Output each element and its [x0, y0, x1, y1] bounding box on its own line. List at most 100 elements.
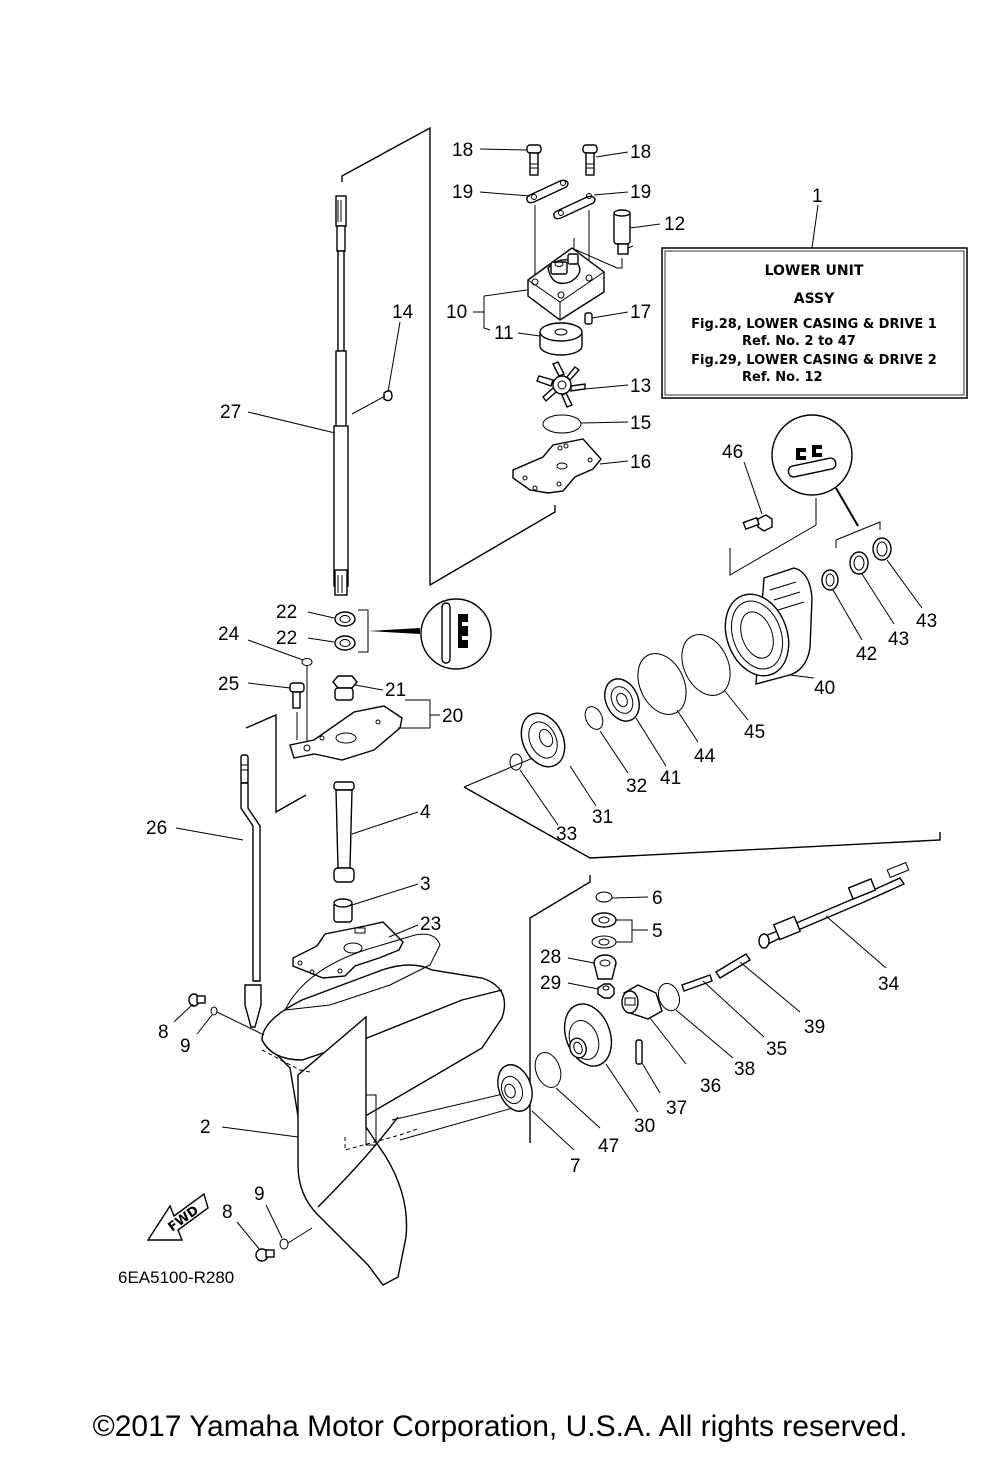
callout-2[interactable]: 2 [200, 1117, 211, 1138]
callout-31[interactable]: 31 [592, 807, 613, 828]
plate-19-right[interactable] [553, 193, 596, 220]
washer-9-lower[interactable] [279, 1238, 289, 1250]
washer-9-upper[interactable] [210, 1006, 218, 1016]
woodruff-key[interactable] [383, 390, 393, 402]
outer-plate-cartridge[interactable] [512, 438, 602, 494]
callout-29[interactable]: 29 [540, 973, 561, 994]
callout-9-upper[interactable]: 9 [180, 1036, 191, 1057]
callout-42[interactable]: 42 [856, 644, 877, 665]
callout-23[interactable]: 23 [420, 914, 441, 935]
callout-11[interactable]: 11 [494, 323, 514, 344]
callout-37[interactable]: 37 [666, 1098, 687, 1119]
forward-gear[interactable] [513, 706, 573, 774]
shim-32[interactable] [582, 704, 607, 733]
bolt-18-right[interactable] [582, 144, 598, 176]
callout-35[interactable]: 35 [766, 1039, 787, 1060]
callout-40[interactable]: 40 [814, 678, 835, 699]
bearing-41[interactable] [598, 673, 646, 726]
callout-44[interactable]: 44 [694, 746, 716, 767]
callout-25[interactable]: 25 [218, 674, 239, 695]
callout-47[interactable]: 47 [598, 1136, 619, 1157]
callout-33[interactable]: 33 [556, 824, 577, 845]
callout-7[interactable]: 7 [570, 1156, 581, 1177]
ball-bearing-7[interactable] [492, 1060, 538, 1116]
reverse-gear[interactable] [556, 997, 619, 1072]
callout-34[interactable]: 34 [878, 974, 900, 995]
pinion-gear-28[interactable] [593, 954, 617, 980]
callout-18-left[interactable]: 18 [452, 140, 473, 161]
callout-6[interactable]: 6 [652, 888, 663, 909]
callout-46[interactable]: 46 [722, 442, 743, 463]
water-tube[interactable] [613, 209, 634, 255]
callout-45[interactable]: 45 [744, 722, 765, 743]
callout-41[interactable]: 41 [660, 768, 681, 789]
o-ring-15[interactable] [542, 414, 582, 434]
callout-3[interactable]: 3 [420, 874, 431, 895]
callout-38[interactable]: 38 [734, 1059, 755, 1080]
bolt-46[interactable] [742, 514, 773, 532]
callout-27[interactable]: 27 [220, 402, 241, 423]
water-pump-housing[interactable] [527, 247, 605, 321]
oil-seal-43-inner[interactable] [849, 551, 869, 575]
screw-8-lower[interactable] [255, 1248, 275, 1262]
screw-8-upper[interactable] [188, 993, 206, 1007]
callout-20[interactable]: 20 [442, 706, 463, 727]
callout-10[interactable]: 10 [446, 302, 467, 323]
insert-cartridge[interactable] [539, 322, 583, 356]
callout-26[interactable]: 26 [146, 818, 167, 839]
compression-spring-39[interactable] [715, 953, 751, 979]
dowel-pin-17[interactable] [584, 312, 593, 325]
pinion-nut-29[interactable] [597, 983, 615, 999]
callout-22-upper[interactable]: 22 [276, 602, 297, 623]
impeller[interactable] [536, 361, 586, 408]
callout-12[interactable]: 12 [664, 214, 685, 235]
o-ring-44[interactable] [629, 646, 696, 723]
drive-shaft[interactable] [333, 195, 349, 596]
oil-seal-43-outer[interactable] [872, 537, 892, 561]
callout-19-right[interactable]: 19 [630, 182, 651, 203]
o-ring-24[interactable] [301, 658, 313, 666]
shift-slider-35[interactable] [681, 974, 713, 992]
cross-pin-37[interactable] [635, 1039, 643, 1065]
grommet-3[interactable] [333, 898, 353, 923]
callout-43-inner[interactable]: 43 [888, 629, 909, 650]
shift-rod[interactable] [240, 754, 262, 1028]
bolt-18-left[interactable] [526, 144, 542, 176]
callout-8-upper[interactable]: 8 [158, 1022, 169, 1043]
callout-22-lower[interactable]: 22 [276, 628, 297, 649]
callout-14[interactable]: 14 [392, 302, 414, 323]
thrust-bearing-5[interactable] [591, 912, 617, 949]
callout-15[interactable]: 15 [630, 413, 651, 434]
callout-21[interactable]: 21 [385, 680, 406, 701]
callout-24[interactable]: 24 [218, 624, 240, 645]
callout-28[interactable]: 28 [540, 947, 561, 968]
bearing-22-upper[interactable] [334, 611, 356, 627]
plate-19-left[interactable] [526, 179, 569, 204]
bolt-25[interactable] [289, 682, 305, 709]
shim-47[interactable] [531, 1049, 566, 1091]
callout-4[interactable]: 4 [420, 802, 431, 823]
callout-32[interactable]: 32 [626, 776, 647, 797]
callout-5[interactable]: 5 [652, 921, 663, 942]
water-tube-4[interactable] [333, 781, 355, 883]
shim-6[interactable] [595, 891, 613, 903]
bushing-21[interactable] [332, 675, 358, 701]
callout-17[interactable]: 17 [630, 302, 651, 323]
needle-bearing-42[interactable] [821, 569, 839, 591]
dog-clutch[interactable] [621, 984, 663, 1020]
callout-43-outer[interactable]: 43 [916, 611, 937, 632]
lower-casing[interactable] [261, 933, 531, 1286]
callout-9-lower[interactable]: 9 [254, 1184, 265, 1205]
callout-1[interactable]: 1 [812, 186, 823, 207]
callout-36[interactable]: 36 [700, 1076, 721, 1097]
callout-39[interactable]: 39 [804, 1017, 825, 1038]
spring-clip-38[interactable] [655, 980, 683, 1013]
bearing-22-lower[interactable] [334, 635, 356, 651]
callout-8-lower[interactable]: 8 [222, 1202, 233, 1223]
callout-18-right[interactable]: 18 [630, 142, 651, 163]
callout-19-left[interactable]: 19 [452, 182, 473, 203]
gasket-23[interactable] [292, 921, 404, 979]
o-ring-45[interactable] [673, 627, 740, 704]
callout-16[interactable]: 16 [630, 452, 651, 473]
propeller-shaft-housing[interactable] [714, 567, 813, 685]
